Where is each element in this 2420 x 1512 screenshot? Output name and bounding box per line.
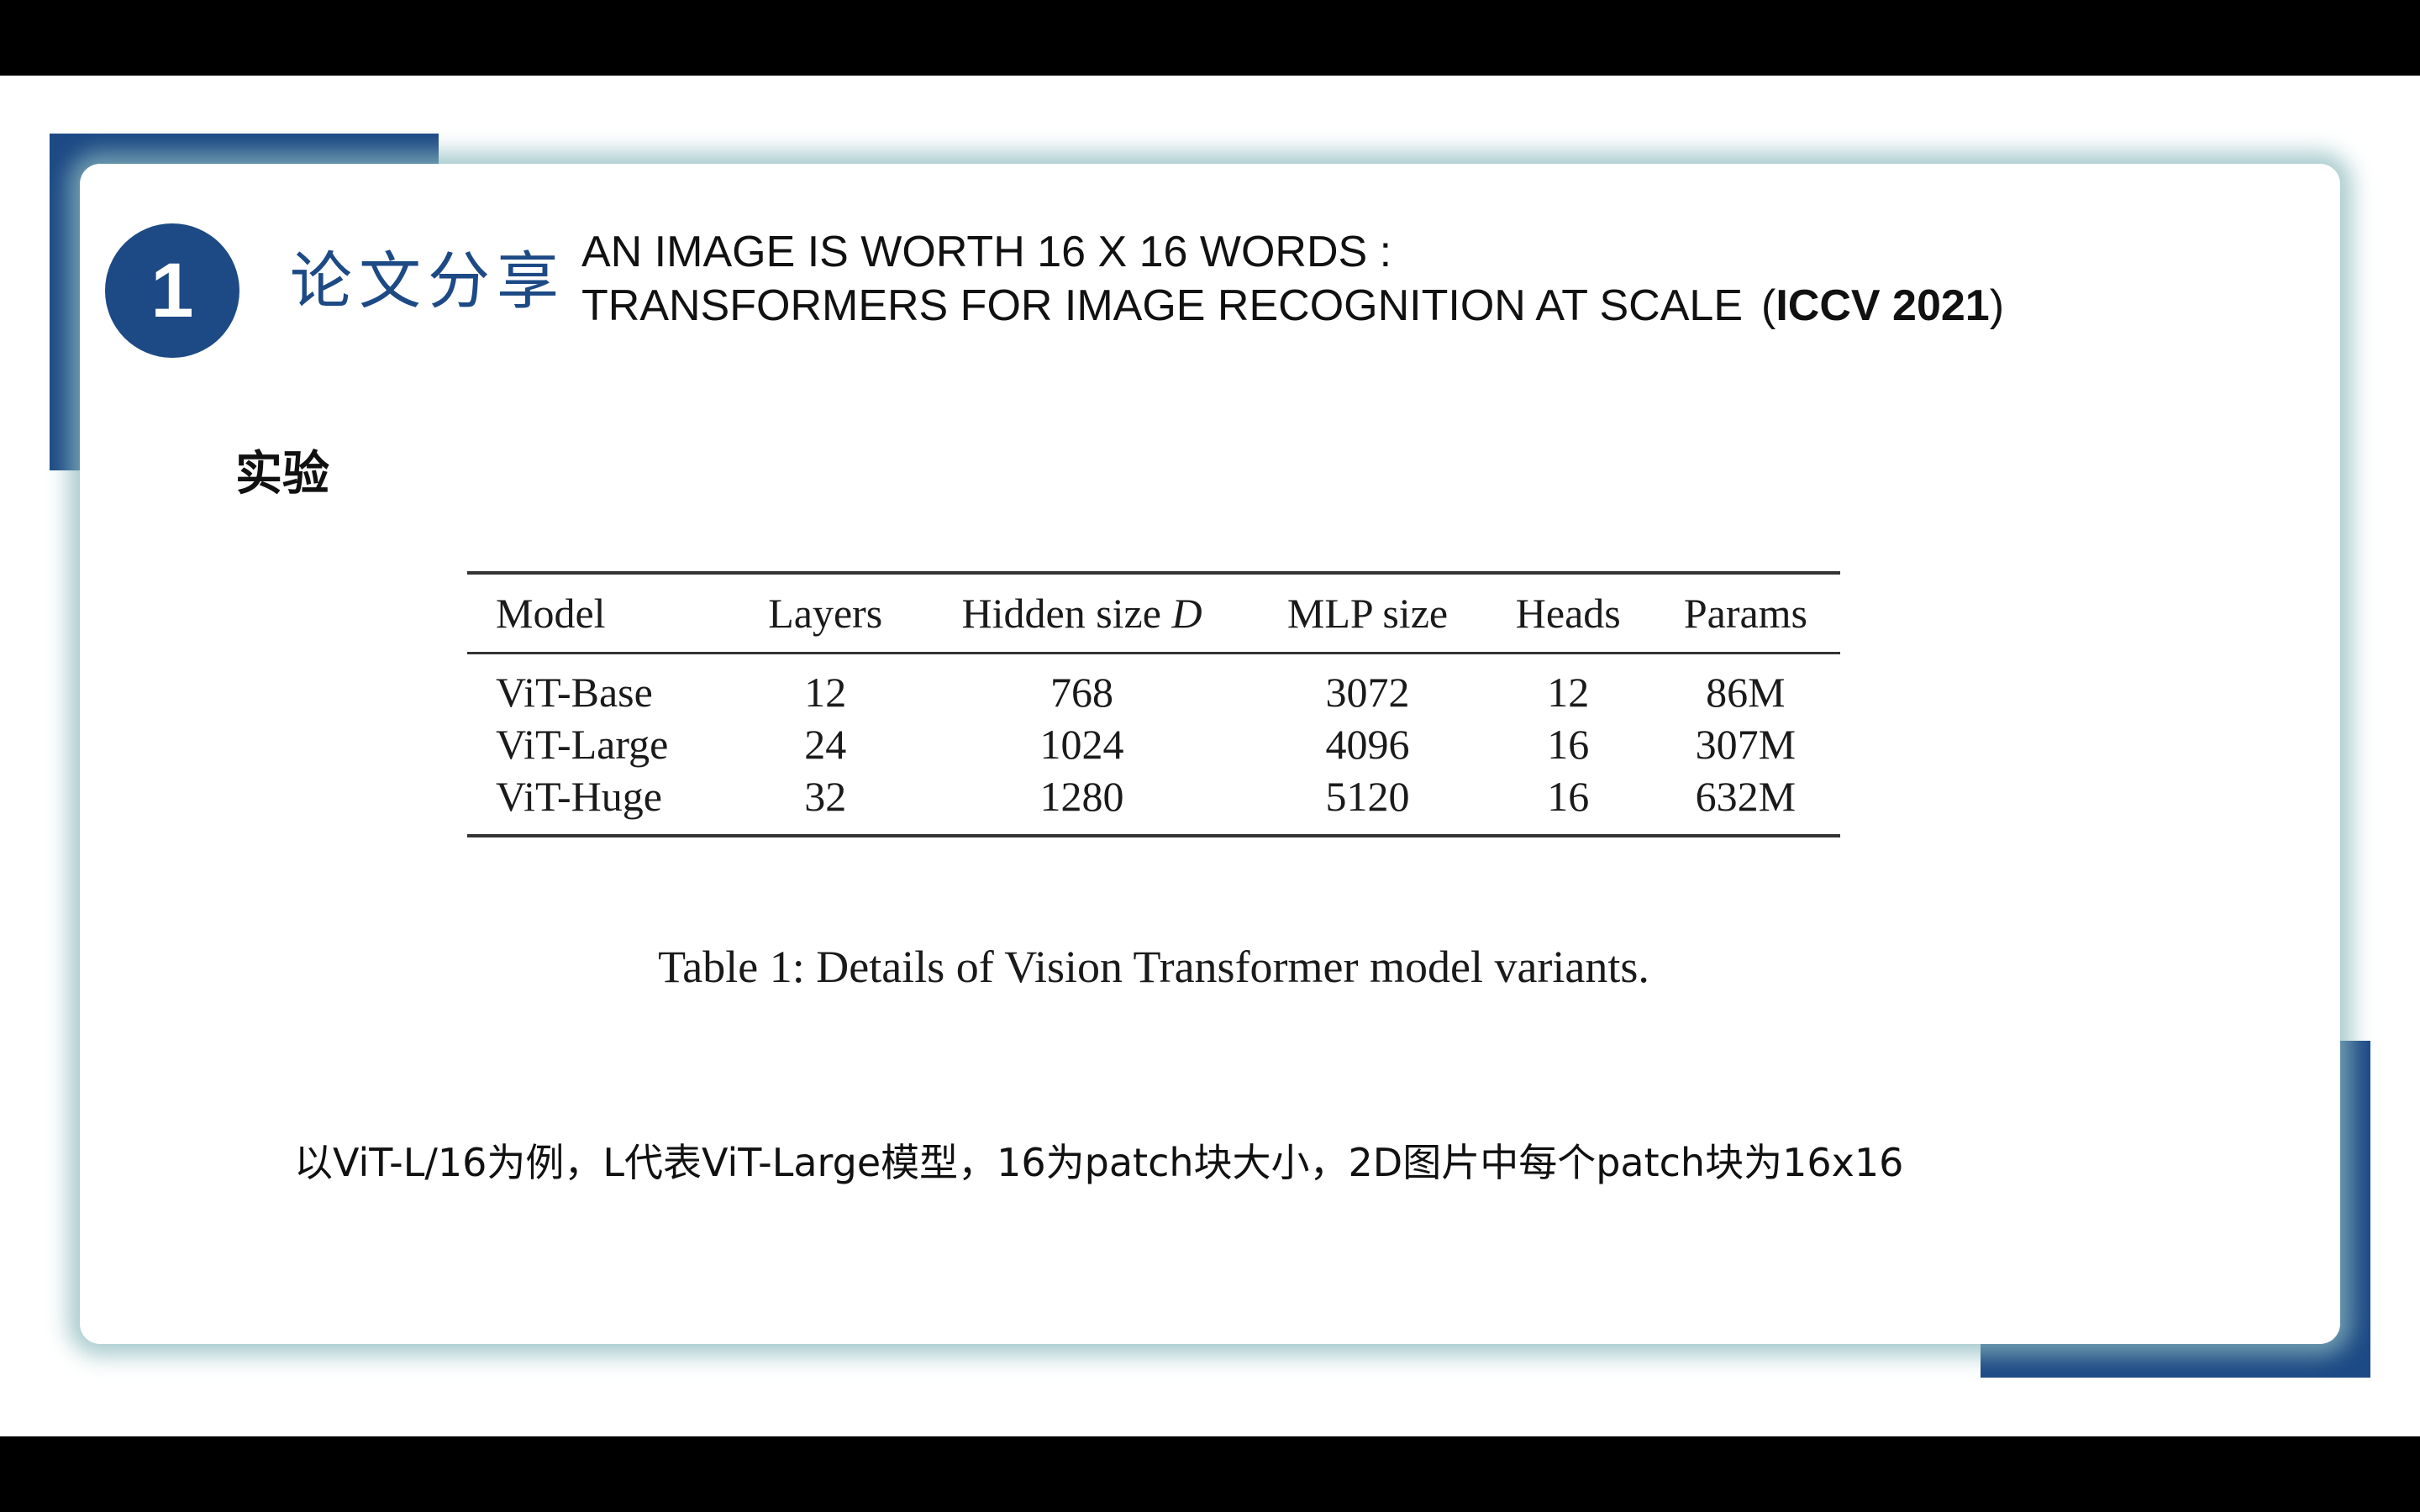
header-heads: Heads	[1515, 590, 1621, 637]
cell-heads: 16	[1547, 773, 1590, 820]
paper-venue: ICCV 2021	[1776, 281, 1990, 330]
cell-layers: 32	[804, 773, 847, 820]
paper-title-line-1: AN IMAGE IS WORTH 16 X 16 WORDS :	[581, 228, 1392, 276]
cell-mlp-size: 3072	[1325, 669, 1410, 716]
cell-layers: 24	[804, 721, 847, 768]
header-params: Params	[1683, 590, 1808, 637]
cell-heads: 12	[1547, 669, 1590, 716]
slide: 1 论文分享 AN IMAGE IS WORTH 16 X 16 WORDS :…	[0, 76, 2420, 1436]
cell-layers: 12	[804, 669, 847, 716]
cell-model: ViT-Large	[496, 721, 669, 768]
paper-venue-open: (	[1761, 281, 1776, 330]
paper-title-line-2: TRANSFORMERS FOR IMAGE RECOGNITION AT SC…	[581, 279, 2004, 333]
explanation-note: 以ViT-L/16为例，L代表ViT-Large模型，16为patch块大小，2…	[294, 1140, 1904, 1185]
paper-venue-close: )	[1989, 281, 2005, 330]
table-header-row: Model Layers Hidden size D MLP size Head…	[467, 573, 1840, 654]
paper-title: AN IMAGE IS WORTH 16 X 16 WORDS : TRANSF…	[581, 225, 2004, 333]
cell-mlp-size: 4096	[1325, 721, 1410, 768]
header-hidden-size-label: Hidden size	[961, 590, 1172, 637]
table-row: ViT-Large 24 1024 4096 16 307M	[467, 718, 1840, 770]
subheading: 实验	[235, 447, 329, 501]
header-hidden-size: Hidden size D	[914, 573, 1250, 654]
model-variants-table: Model Layers Hidden size D MLP size Head…	[467, 571, 1840, 837]
cell-heads: 16	[1547, 721, 1590, 768]
cell-params: 307M	[1695, 721, 1797, 768]
header-hidden-size-symbol: D	[1171, 590, 1202, 637]
header-mlp-size: MLP size	[1286, 590, 1449, 637]
table-caption: Table 1: Details of Vision Transformer m…	[658, 942, 1649, 992]
cell-hidden-size: 1024	[1039, 721, 1124, 768]
cell-params: 86M	[1706, 669, 1786, 716]
paper-title-line-2-text: TRANSFORMERS FOR IMAGE RECOGNITION AT SC…	[581, 281, 1744, 330]
cell-hidden-size: 1280	[1039, 773, 1124, 820]
cell-mlp-size: 5120	[1325, 773, 1410, 820]
table-row: ViT-Huge 32 1280 5120 16 632M	[467, 770, 1840, 836]
header-hidden-size-text: Hidden size D	[962, 590, 1202, 637]
content-card	[80, 164, 2340, 1344]
cell-model: ViT-Huge	[496, 773, 662, 820]
section-title: 论文分享	[290, 245, 566, 318]
header-model: Model	[496, 590, 606, 637]
section-number-badge: 1	[105, 223, 239, 358]
table-row: ViT-Base 12 768 3072 12 86M	[467, 654, 1840, 719]
cell-model: ViT-Base	[496, 669, 653, 716]
cell-params: 632M	[1695, 773, 1797, 820]
cell-hidden-size: 768	[1050, 669, 1114, 716]
model-variants-table-wrapper: Model Layers Hidden size D MLP size Head…	[467, 571, 1840, 837]
header-layers: Layers	[768, 590, 883, 637]
